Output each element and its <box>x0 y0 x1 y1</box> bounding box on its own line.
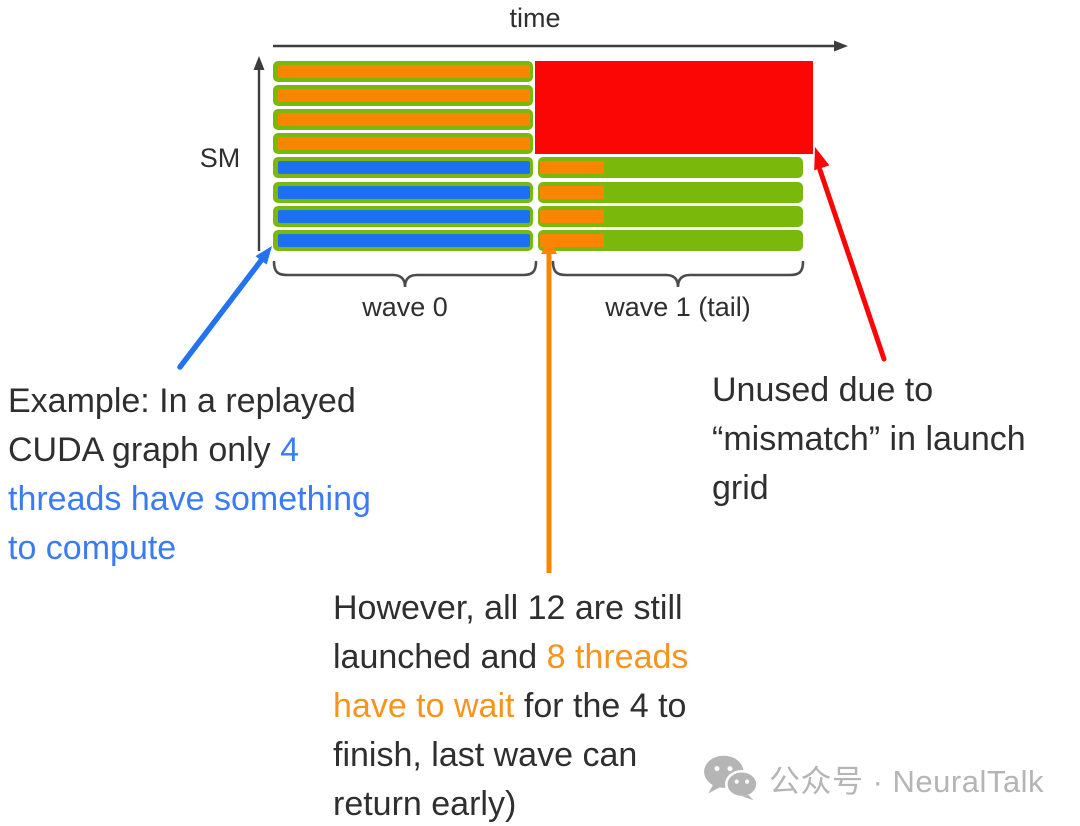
blue-thread-segment <box>278 209 530 223</box>
sm-row-2-wave0-bar <box>273 85 533 107</box>
red-arrow <box>814 147 887 362</box>
wave0-label: wave 0 <box>362 292 448 322</box>
sm-row-1-wave0-bar <box>273 61 533 82</box>
wave0-brace <box>272 260 538 288</box>
note-text-segment: Unused due to <box>712 371 934 409</box>
unused-region <box>535 61 813 154</box>
note-line: threads have something <box>8 475 371 524</box>
orange-connector-line <box>541 238 557 573</box>
sm-row-3-wave0-bar <box>273 109 533 131</box>
orange-wait-segment <box>540 233 604 247</box>
blue-thread-segment <box>278 161 530 175</box>
note-line: to compute <box>8 524 371 573</box>
note-line: have to wait for the 4 to <box>333 682 688 731</box>
sm-row-4-wave0-bar <box>273 133 533 155</box>
note-line: “mismatch” in launch <box>712 415 1026 464</box>
time-axis-label: time <box>509 3 561 33</box>
note-text-segment: have to wait <box>333 687 515 725</box>
note-text-segment: finish, last wave can <box>333 736 638 774</box>
note-text-segment: launched and <box>333 638 547 676</box>
sm-row-5-wave0-bar <box>273 157 533 179</box>
orange-wait-segment <box>540 161 604 175</box>
note-text-segment: However, all 12 are still <box>333 589 683 627</box>
note-line: CUDA graph only 4 <box>8 426 371 475</box>
wechat-icon <box>704 755 759 801</box>
sm-row-5-wave1-bar <box>538 157 803 179</box>
note-text-segment: grid <box>712 469 769 507</box>
note-line: return early) <box>333 780 688 826</box>
orange-wait-segment <box>540 185 604 199</box>
note-text-segment: CUDA graph only <box>8 431 281 469</box>
wave1-brace <box>551 260 805 288</box>
sm-row-7-wave0-bar <box>273 205 533 227</box>
note-line: However, all 12 are still <box>333 584 688 633</box>
sm-row-8-wave1-bar <box>538 229 803 251</box>
note-text-segment: 8 threads <box>546 638 689 676</box>
however-note: However, all 12 are still launched and 8 … <box>333 584 688 826</box>
note-text-segment: threads have something <box>8 480 371 518</box>
note-line: Unused due to <box>712 366 1026 415</box>
sm-axis-arrow <box>253 56 265 251</box>
sm-row-8-wave0-bar <box>273 229 533 251</box>
note-text-segment: return early) <box>333 785 517 823</box>
note-line: grid <box>712 464 1026 513</box>
blue-thread-segment <box>278 185 530 199</box>
note-text-segment: 4 <box>280 431 300 469</box>
note-line: finish, last wave can <box>333 731 688 780</box>
note-text-segment: Example: In a replayed <box>8 382 356 420</box>
note-line: Example: In a replayed <box>8 377 371 426</box>
orange-thread-segment <box>278 113 530 127</box>
watermark-text: 公众号 · NeuralTalk <box>769 763 1044 799</box>
sm-row-7-wave1-bar <box>538 205 803 227</box>
note-text-segment: for the 4 to <box>514 687 687 725</box>
orange-thread-segment <box>278 137 530 151</box>
note-text-segment: “mismatch” in launch <box>712 420 1026 458</box>
sm-axis-label: SM <box>199 143 241 173</box>
blue-thread-segment <box>278 233 530 247</box>
wave1-label: wave 1 (tail) <box>605 292 751 322</box>
unused-note: Unused due to “mismatch” in launch grid <box>712 366 1026 513</box>
orange-thread-segment <box>278 65 530 78</box>
blue-arrow <box>177 246 272 370</box>
sm-row-6-wave1-bar <box>538 181 803 203</box>
time-axis-arrow <box>273 40 848 52</box>
watermark: 公众号 · NeuralTalk <box>703 755 1044 801</box>
orange-thread-segment <box>278 89 530 103</box>
orange-wait-segment <box>540 209 604 223</box>
sm-row-6-wave0-bar <box>273 181 533 203</box>
note-line: launched and 8 threads <box>333 633 688 682</box>
note-text-segment: to compute <box>8 529 177 567</box>
